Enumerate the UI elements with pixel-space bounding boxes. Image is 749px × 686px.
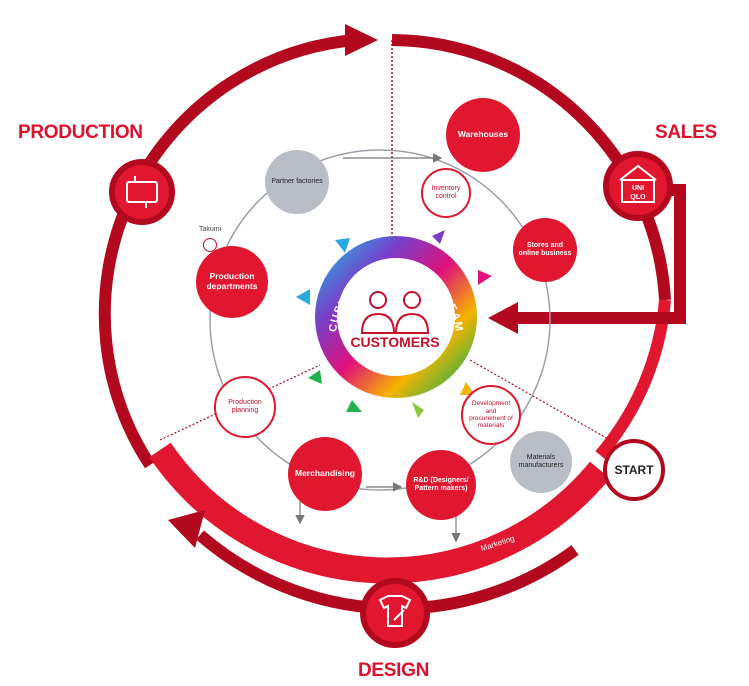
- uniqlo-logo-top: UNI: [632, 185, 644, 192]
- node-materials-manufacturers[interactable]: Materials manufacturers: [510, 431, 572, 493]
- sales-icon-circle: UNI QLO: [603, 151, 673, 221]
- start-button[interactable]: START: [603, 439, 665, 501]
- arrow-blue-icon: [335, 238, 350, 253]
- arrow-teal-icon: [308, 370, 322, 384]
- center-arrows: [296, 230, 492, 418]
- sales-label: SALES: [655, 122, 717, 143]
- design-label: DESIGN: [358, 660, 430, 681]
- store-icon: [619, 164, 657, 203]
- shirt-pencil-icon: [378, 595, 412, 627]
- node-development-procurement[interactable]: Development and procurement of materials: [461, 385, 521, 445]
- node-stores-online-business[interactable]: Stores and online business: [513, 218, 577, 282]
- design-icon-circle: [360, 578, 430, 648]
- node-rd[interactable]: R&D (Designers/ Pattern makers): [406, 450, 476, 520]
- inner-cycle: [209, 149, 551, 543]
- arrow-lime-icon: [412, 402, 424, 418]
- node-inventory-control[interactable]: Inventory control: [421, 168, 471, 218]
- node-partner-factories[interactable]: Partner factories: [265, 150, 329, 214]
- node-production-planning[interactable]: Production planning: [214, 376, 276, 438]
- arrow-purple-icon: [432, 230, 445, 244]
- customer-creation-team-ring: CUSTOMER CREATION TEAM: [315, 236, 477, 398]
- arrow-green-icon: [346, 400, 362, 412]
- production-label: PRODUCTION: [18, 122, 143, 143]
- node-warehouses[interactable]: Warehouses: [446, 98, 520, 172]
- customers-icon: [360, 291, 430, 334]
- arrow-magenta-icon: [478, 270, 492, 285]
- node-production-departments[interactable]: Production departments: [196, 246, 268, 318]
- sewing-machine-icon: [126, 176, 158, 208]
- node-merchandising[interactable]: Merchandising: [288, 437, 362, 511]
- takumi-label: Takumi: [199, 226, 222, 233]
- arrow-cyan-icon: [296, 289, 310, 305]
- takumi-logo-icon: [203, 238, 217, 252]
- customers-title: CUSTOMERS: [350, 334, 440, 350]
- uniqlo-logo-bottom: QLO: [630, 194, 646, 201]
- production-icon-circle: [109, 159, 175, 225]
